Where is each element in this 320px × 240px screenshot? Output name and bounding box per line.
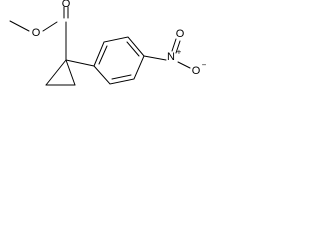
bond-n-o-double-a bbox=[171, 38, 177, 52]
bond-o-carbonyl bbox=[42, 21, 58, 32]
cyclopropane-bond-3 bbox=[65, 59, 76, 86]
nitro-minus-charge: − bbox=[202, 61, 207, 70]
nitro-oxygen-right-label: O bbox=[192, 65, 201, 77]
ester-oxygen-carbonyl-label: O bbox=[62, 0, 71, 10]
nitro-oxygen-top-label: O bbox=[176, 28, 185, 40]
phenyl-ring bbox=[93, 36, 145, 85]
molecule-diagram: O O N + O O − bbox=[9, 0, 207, 86]
cyclopropane-bond-1 bbox=[45, 59, 67, 86]
nitro-nitrogen-label: N bbox=[167, 51, 175, 63]
ester-oxygen-single-label: O bbox=[32, 27, 41, 39]
aromatic-bond-3 bbox=[111, 74, 132, 80]
bond-phenyl-nitro bbox=[143, 55, 167, 61]
aromatic-bond-1 bbox=[98, 45, 108, 65]
nitro-plus-charge: + bbox=[177, 48, 182, 57]
bond-quaternary-phenyl bbox=[65, 59, 95, 67]
bond-n-o-double-b bbox=[175, 40, 181, 54]
bond-n-o-single bbox=[177, 61, 191, 69]
aromatic-bond-2 bbox=[126, 41, 140, 57]
structure-canvas: O O N + O O − bbox=[0, 0, 210, 114]
bond-methyl-o bbox=[9, 20, 30, 32]
